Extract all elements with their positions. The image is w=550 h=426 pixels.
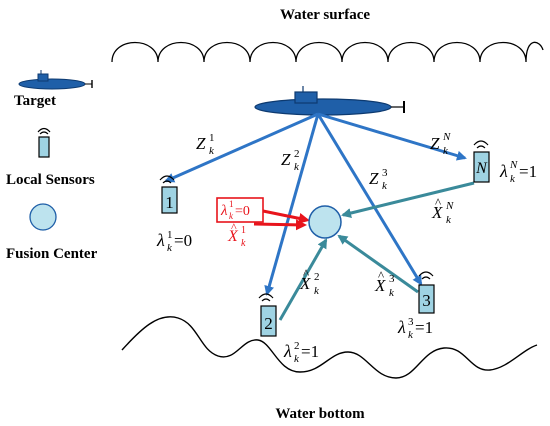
svg-text:Z: Z <box>281 150 291 169</box>
sensor-3: 3 <box>418 271 435 314</box>
svg-text:2: 2 <box>294 148 300 160</box>
legend-sensors-label: Local Sensors <box>6 172 95 188</box>
label-z3: Z k 3 <box>369 167 388 192</box>
svg-text:X: X <box>299 274 311 293</box>
label-xhat-2: X ^ k 2 <box>299 266 320 297</box>
svg-text:k: k <box>389 287 395 299</box>
svg-text:1: 1 <box>229 199 234 209</box>
svg-text:^: ^ <box>231 220 237 234</box>
svg-text:2: 2 <box>294 340 300 352</box>
arrow-zN <box>317 112 467 161</box>
svg-text:1: 1 <box>167 229 173 241</box>
svg-text:N: N <box>442 131 451 143</box>
sensor-N-id: N <box>475 160 488 177</box>
lambda-sensor-1: λ k 1 =0 <box>156 229 192 254</box>
svg-text:k: k <box>510 173 516 185</box>
svg-text:k: k <box>209 145 215 157</box>
sensor-2-id: 2 <box>264 314 273 333</box>
svg-text:X: X <box>227 228 239 245</box>
legend-fusion-icon <box>29 203 57 231</box>
svg-text:^: ^ <box>378 268 384 283</box>
lambda-sensor-N: λ k N =1 <box>499 159 537 185</box>
arrow-z2 <box>264 113 320 296</box>
svg-text:=1: =1 <box>519 162 537 181</box>
svg-text:Z: Z <box>196 134 206 153</box>
red-arrow-xhat1 <box>253 219 307 231</box>
svg-text:λ: λ <box>156 230 165 250</box>
svg-text:λ: λ <box>283 341 292 361</box>
svg-text:3: 3 <box>389 273 395 285</box>
label-xhat-3: X ^ k 3 <box>374 268 395 299</box>
svg-text:3: 3 <box>382 167 388 179</box>
svg-text:=1: =1 <box>415 318 433 337</box>
svg-text:λ: λ <box>220 203 228 219</box>
red-lambda-box <box>216 197 264 223</box>
arrow-z1 <box>164 112 319 183</box>
fusion-center <box>308 205 342 239</box>
svg-text:λ: λ <box>499 161 508 181</box>
red-lambda-label: λ k 1 =0 <box>220 199 250 221</box>
svg-text:1: 1 <box>241 225 246 236</box>
label-xhat-N: X ^ k N <box>431 195 454 226</box>
legend-submarine-icon <box>18 70 93 90</box>
sensor-N: N <box>473 140 490 183</box>
svg-text:k: k <box>294 161 300 173</box>
svg-text:^: ^ <box>435 195 441 210</box>
svg-text:λ: λ <box>397 317 406 337</box>
svg-text:k: k <box>446 214 452 226</box>
svg-text:k: k <box>241 238 246 249</box>
lambda-sensor-2: λ k 2 =1 <box>283 340 319 365</box>
svg-text:=0: =0 <box>235 204 250 219</box>
label-z2: Z k 2 <box>281 148 300 173</box>
svg-text:X: X <box>431 203 443 222</box>
svg-text:3: 3 <box>408 316 414 328</box>
sensor-3-id: 3 <box>422 291 431 310</box>
svg-text:k: k <box>314 285 320 297</box>
legend-target-label: Target <box>14 93 56 109</box>
svg-text:^: ^ <box>303 266 309 281</box>
red-arrow-lambda <box>262 209 310 224</box>
arrow-xhat-2 <box>278 238 328 321</box>
legend-sensor-icon <box>37 127 51 158</box>
arrow-z3 <box>316 113 423 286</box>
svg-text:k: k <box>443 145 449 157</box>
svg-text:2: 2 <box>314 271 320 283</box>
legend-fusion-label: Fusion Center <box>6 246 98 262</box>
svg-text:Z: Z <box>430 134 440 153</box>
lambda-sensor-3: λ k 3 =1 <box>397 316 433 341</box>
svg-text:k: k <box>229 211 234 221</box>
svg-text:=1: =1 <box>301 342 319 361</box>
water-surface-waves <box>111 41 544 63</box>
label-zN: Z k N <box>430 131 451 157</box>
sensor-1-id: 1 <box>165 193 174 212</box>
svg-text:N: N <box>509 159 518 171</box>
svg-text:N: N <box>445 200 454 212</box>
svg-text:1: 1 <box>209 132 215 144</box>
svg-text:Z: Z <box>369 169 379 188</box>
water-bottom-label: Water bottom <box>275 406 365 422</box>
sensor-1: 1 <box>159 175 178 214</box>
red-xhat1-label: X ^ k 1 <box>227 220 246 249</box>
arrow-xhat-3 <box>337 234 419 294</box>
sensor-2: 2 <box>258 293 277 337</box>
label-z1: Z k 1 <box>196 132 215 157</box>
svg-text:k: k <box>294 353 300 365</box>
svg-text:k: k <box>382 180 388 192</box>
water-bottom-terrain <box>121 316 538 379</box>
water-surface-label: Water surface <box>280 7 370 23</box>
svg-text:k: k <box>408 329 414 341</box>
svg-text:X: X <box>374 276 386 295</box>
arrow-xhat-N <box>341 181 475 218</box>
target-submarine <box>254 86 405 116</box>
svg-text:=0: =0 <box>174 231 192 250</box>
svg-text:k: k <box>167 242 173 254</box>
